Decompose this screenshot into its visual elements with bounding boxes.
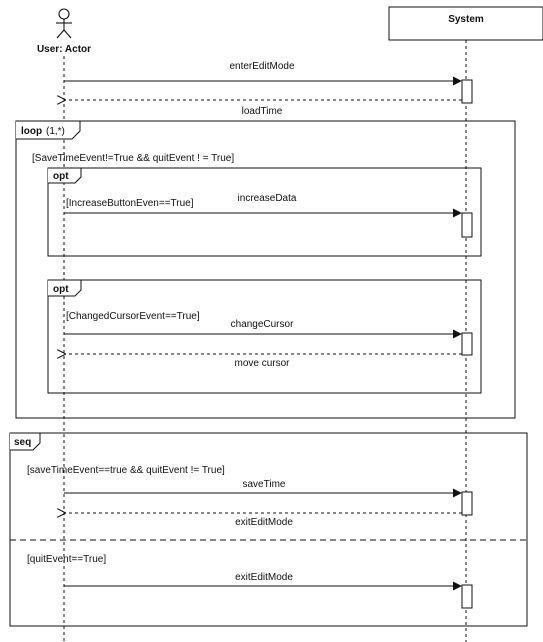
opt-keyword: opt: [53, 171, 69, 182]
opt-fragment: [47, 167, 482, 257]
message-label: changeCursor: [231, 319, 294, 330]
opt-fragment-tab: [48, 167, 82, 184]
seq-guard: [saveTimeEvent==true && quitEvent != Tru…: [27, 465, 225, 476]
seq-keyword: seq: [14, 437, 31, 448]
message-label: saveTime: [243, 479, 286, 490]
loop-fragment: [15, 120, 516, 419]
activation-bar: [461, 79, 473, 104]
seq-fragment-tab: [10, 432, 41, 451]
message-label: increaseData: [238, 193, 297, 204]
system-participant-box: [388, 6, 543, 41]
loop-fragment-tab: [16, 120, 81, 140]
message-label: enterEditMode: [229, 61, 294, 72]
seq-fragment: [9, 432, 528, 627]
opt-fragment-tab: [48, 279, 82, 297]
activation-bar: [461, 332, 473, 356]
system-label: System: [448, 14, 484, 25]
activation-bar: [461, 491, 473, 516]
message-label: move cursor: [234, 358, 290, 369]
actor-icon: [56, 8, 72, 39]
message-label: exitEditMode: [235, 517, 293, 528]
activation-bar: [461, 212, 473, 238]
loop-keyword: loop: [21, 126, 42, 137]
message-label: loadTime: [242, 106, 283, 117]
opt-guard: [IncreaseButtonEven==True]: [66, 198, 194, 209]
actor-label: User: Actor: [37, 44, 91, 55]
loop-args: (1,*): [46, 126, 65, 137]
opt-guard: [ChangedCursorEvent==True]: [66, 311, 200, 322]
opt-fragment: [47, 279, 482, 394]
activation-bar: [461, 584, 473, 609]
seq-guard: [quitEvent==True]: [27, 554, 106, 565]
loop-guard: [SaveTimeEvent!=True && quitEvent ! = Tr…: [32, 153, 234, 164]
opt-keyword: opt: [53, 284, 69, 295]
message-label: exitEditMode: [235, 572, 293, 583]
